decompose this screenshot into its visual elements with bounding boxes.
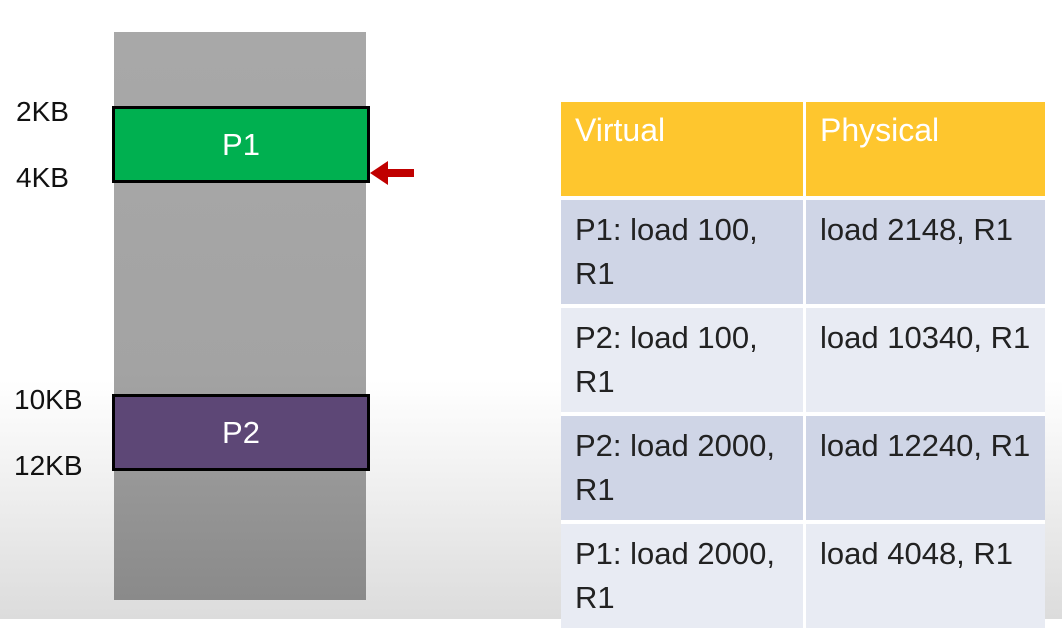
left-arrow-icon: [370, 161, 414, 185]
physical-cell: load 10340, R1: [803, 304, 1045, 412]
address-translation-table: Virtual Physical P1: load 100, R1 load 2…: [561, 102, 1045, 628]
virtual-cell: P2: load 100, R1: [561, 304, 803, 412]
table-row: P2: load 2000, R1 load 12240, R1: [561, 412, 1045, 520]
table-row: P1: load 2000, R1 load 4048, R1: [561, 520, 1045, 628]
p1-memory-block: P1: [112, 106, 370, 183]
physical-cell: load 4048, R1: [803, 520, 1045, 628]
p2-memory-block: P2: [112, 394, 370, 471]
p1-block-label: P1: [222, 126, 260, 162]
virtual-cell: P1: load 100, R1: [561, 196, 803, 304]
address-label-p2-end: 12KB: [14, 450, 83, 481]
table-row: P1: load 100, R1 load 2148, R1: [561, 196, 1045, 304]
physical-cell: load 2148, R1: [803, 196, 1045, 304]
column-header-virtual: Virtual: [561, 102, 803, 196]
address-label-p1-start: 2KB: [16, 96, 69, 127]
p2-block-label: P2: [222, 414, 260, 450]
address-label-p2-start: 10KB: [14, 384, 83, 415]
table-row: P2: load 100, R1 load 10340, R1: [561, 304, 1045, 412]
table-header-row: Virtual Physical: [561, 102, 1045, 196]
column-header-physical: Physical: [803, 102, 1045, 196]
virtual-cell: P2: load 2000, R1: [561, 412, 803, 520]
physical-cell: load 12240, R1: [803, 412, 1045, 520]
virtual-cell: P1: load 2000, R1: [561, 520, 803, 628]
address-label-p1-end: 4KB: [16, 162, 69, 193]
